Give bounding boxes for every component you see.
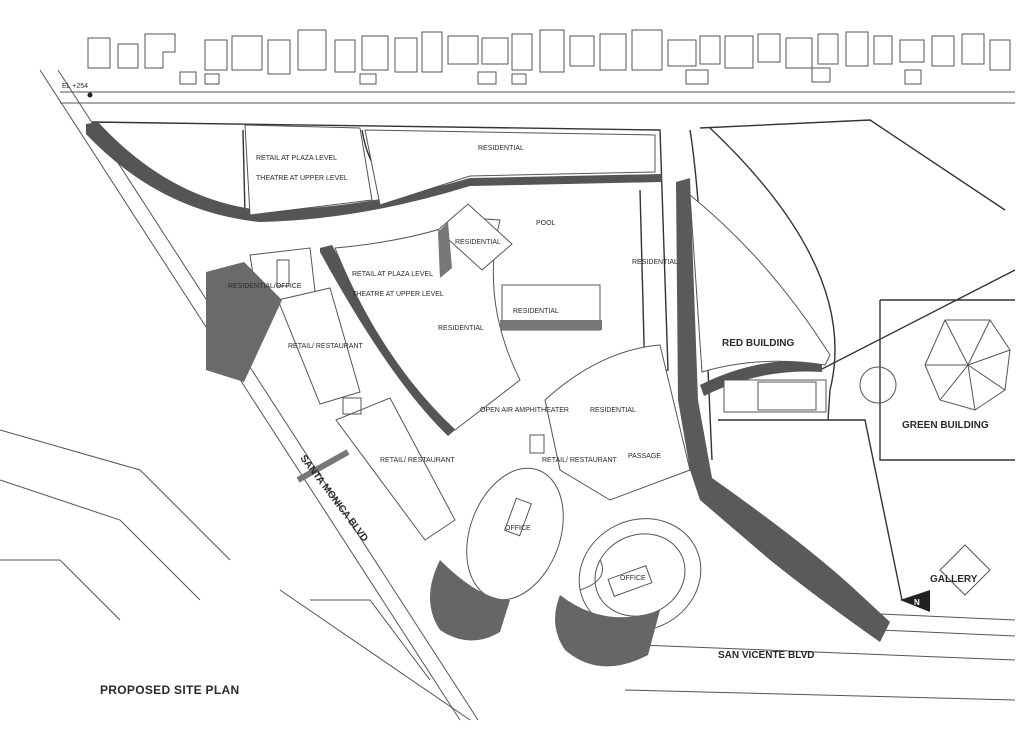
residential-lower-label: RESIDENTIAL — [513, 308, 559, 315]
retail-restaurant-label-c: RETAIL/ RESTAURANT — [542, 457, 618, 464]
north-arrow-icon: N — [900, 590, 930, 612]
residential-right-label: RESIDENTIAL — [632, 259, 678, 266]
theatre-upper-label-a: THEATRE AT UPPER LEVEL — [256, 175, 348, 182]
theatre-upper-label-b: THEATRE AT UPPER LEVEL — [352, 291, 444, 298]
street-lines — [0, 69, 1016, 721]
pool-label: POOL — [536, 220, 556, 227]
santa-monica-blvd-label: SANTA MONICA BLVD — [298, 453, 370, 544]
residential-arc-label: RESIDENTIAL — [590, 407, 636, 414]
open-air-label: OPEN AIR AMPHITHEATER — [480, 407, 569, 414]
passage-label: PASSAGE — [628, 453, 661, 460]
elevation-label: EL +254 — [62, 83, 88, 90]
rotunda-icon — [859, 319, 1011, 411]
detail-elements — [276, 259, 817, 597]
building-footprints — [244, 124, 991, 632]
retail-plaza-label-a: RETAIL AT PLAZA LEVEL — [256, 155, 337, 162]
office-label-b: OFFICE — [620, 575, 646, 582]
residential-top-label: RESIDENTIAL — [478, 145, 524, 152]
office-label-a: OFFICE — [505, 525, 531, 532]
svg-text:N: N — [914, 598, 920, 607]
san-vicente-blvd-label: SAN VICENTE BLVD — [718, 650, 815, 661]
retail-restaurant-label-a: RETAIL/ RESTAURANT — [288, 343, 364, 350]
benchmark-marker — [87, 92, 93, 98]
retail-plaza-label-b: RETAIL AT PLAZA LEVEL — [352, 271, 433, 278]
residential-center-label: RESIDENTIAL — [438, 325, 484, 332]
retail-restaurant-label-b: RETAIL/ RESTAURANT — [380, 457, 456, 464]
neighborhood-buildings — [87, 29, 1011, 85]
gallery-label: GALLERY — [930, 574, 978, 585]
residential-office-label: RESIDENTIAL/OFFICE — [228, 283, 302, 290]
red-building-label: RED BUILDING — [722, 338, 794, 349]
shadow-shapes — [206, 222, 660, 667]
crosswalk — [296, 449, 350, 483]
residential-tower-label: RESIDENTIAL — [455, 239, 501, 246]
plan-title: PROPOSED SITE PLAN — [100, 683, 239, 697]
green-building-label: GREEN BUILDING — [902, 420, 989, 431]
